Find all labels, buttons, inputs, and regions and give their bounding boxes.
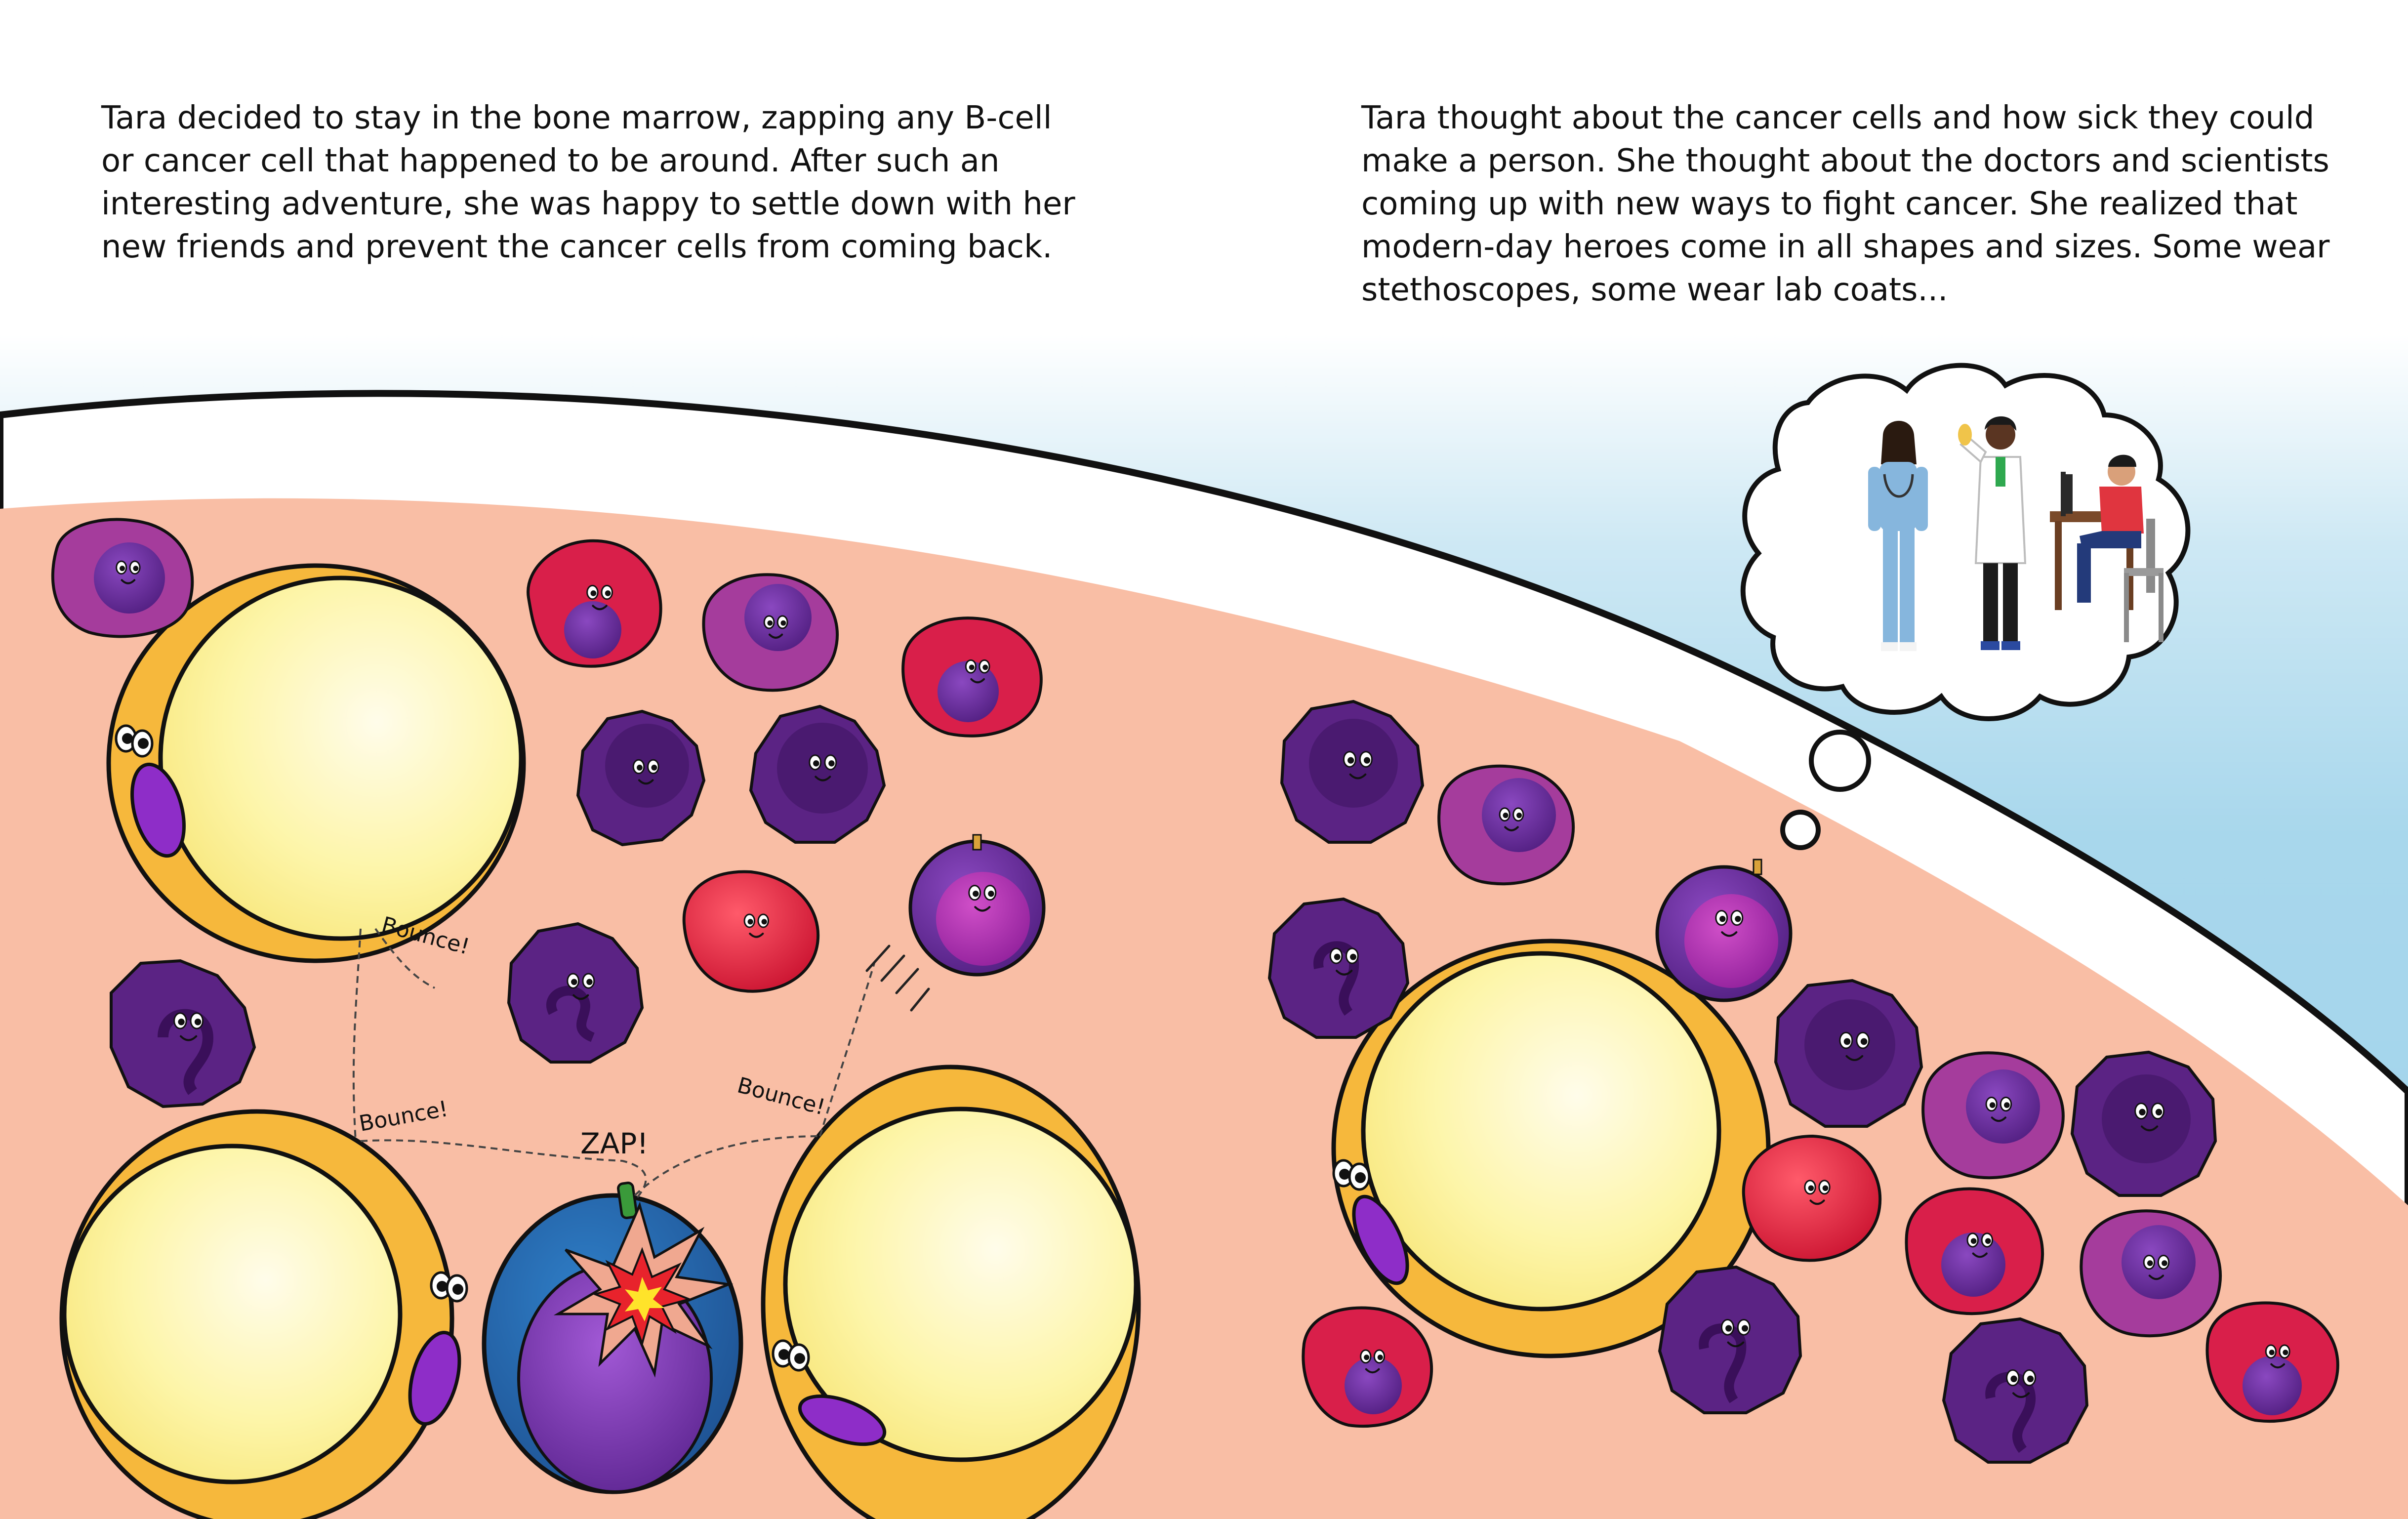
story-line: interesting adventure, she was happy to … [101, 186, 1075, 222]
blast-cell [507, 922, 644, 1064]
cell-face-icon [743, 913, 770, 938]
cell-face-icon [116, 560, 141, 584]
cell-face-icon [968, 885, 997, 912]
cell-face-icon [2134, 1103, 2165, 1132]
story-line: modern-day heroes come in all shapes and… [1361, 229, 2330, 265]
cell-face-icon [567, 973, 595, 1000]
story-text-left: Tara decided to stay in the bone marrow,… [101, 97, 1075, 269]
computer-user-figure [2050, 454, 2163, 642]
cell-face-icon [1804, 1180, 1831, 1205]
magenta-cell [702, 573, 839, 692]
bounce-trail [352, 928, 875, 1201]
story-text-right: Tara thought about the cancer cells and … [1361, 97, 2329, 312]
blast-cell [110, 959, 256, 1108]
story-line: stethoscopes, some wear lab coats... [1361, 272, 1948, 308]
blast-cell [2070, 1050, 2217, 1197]
magenta-cell [2080, 1209, 2222, 1338]
cell-face-icon [2143, 1255, 2170, 1280]
cell-face-icon [1720, 1319, 1751, 1348]
cell-face-icon [1329, 947, 1359, 976]
story-line: or cancer cell that happened to be aroun… [101, 143, 1000, 179]
cell-face-icon [809, 754, 837, 781]
cell-face-icon [2006, 1369, 2037, 1398]
nurse-figure [1868, 420, 1928, 651]
fat-cell [761, 1065, 1141, 1519]
cell-face-icon [1985, 1097, 2012, 1122]
cell-face-icon [632, 759, 659, 785]
bouncing-cancer-cell [1655, 859, 1793, 1002]
blast-cell [576, 709, 706, 847]
story-line: new friends and prevent the cancer cells… [101, 229, 1053, 265]
cell-face-icon [1966, 1232, 1994, 1258]
red-cell-with-nucleus [1302, 1306, 1433, 1428]
cell-face-icon [763, 615, 788, 639]
cell-face-icon [965, 659, 990, 684]
thought-bubble [1740, 363, 2191, 850]
cell-face-icon [586, 584, 613, 611]
cell-face-icon [1343, 751, 1373, 780]
cell-face-icon [1499, 807, 1524, 831]
blast-cell [1267, 897, 1410, 1039]
cell-face-icon [2265, 1344, 2290, 1369]
blast-cell [749, 704, 886, 844]
cell-face-icon [173, 1012, 204, 1041]
red-cell-with-nucleus [2205, 1301, 2339, 1423]
red-cell-with-nucleus [901, 616, 1043, 738]
red-blood-cell [682, 870, 820, 993]
scientist-figure [1958, 416, 2027, 650]
blast-cell [1774, 979, 1923, 1128]
magenta-cell [51, 518, 194, 638]
zap-label: ZAP! [580, 1127, 649, 1160]
story-line: Tara thought about the cancer cells and … [1361, 100, 2315, 136]
cell-face-icon [1839, 1031, 1870, 1061]
story-line: make a person. She thought about the doc… [1361, 143, 2329, 179]
blast-cell [1942, 1317, 2089, 1464]
motion-lines [865, 944, 930, 1012]
story-line: coming up with new ways to fight cancer.… [1361, 186, 2298, 222]
red-cell-with-nucleus [1905, 1187, 2044, 1315]
red-cell-with-nucleus [527, 539, 662, 668]
blast-cell [1280, 699, 1425, 844]
cell-face-icon [1360, 1349, 1386, 1374]
red-blood-cell [1742, 1134, 1882, 1262]
fat-cell [106, 563, 526, 963]
magenta-cell [1437, 764, 1575, 886]
cell-face-icon [1715, 910, 1744, 937]
story-line: Tara decided to stay in the bone marrow,… [101, 100, 1052, 136]
blast-cell [1658, 1265, 1802, 1414]
fat-cell [59, 1109, 468, 1519]
bouncing-cancer-cell [908, 834, 1046, 977]
magenta-cell [1921, 1051, 2065, 1180]
zap-burst-icon [553, 1201, 734, 1378]
